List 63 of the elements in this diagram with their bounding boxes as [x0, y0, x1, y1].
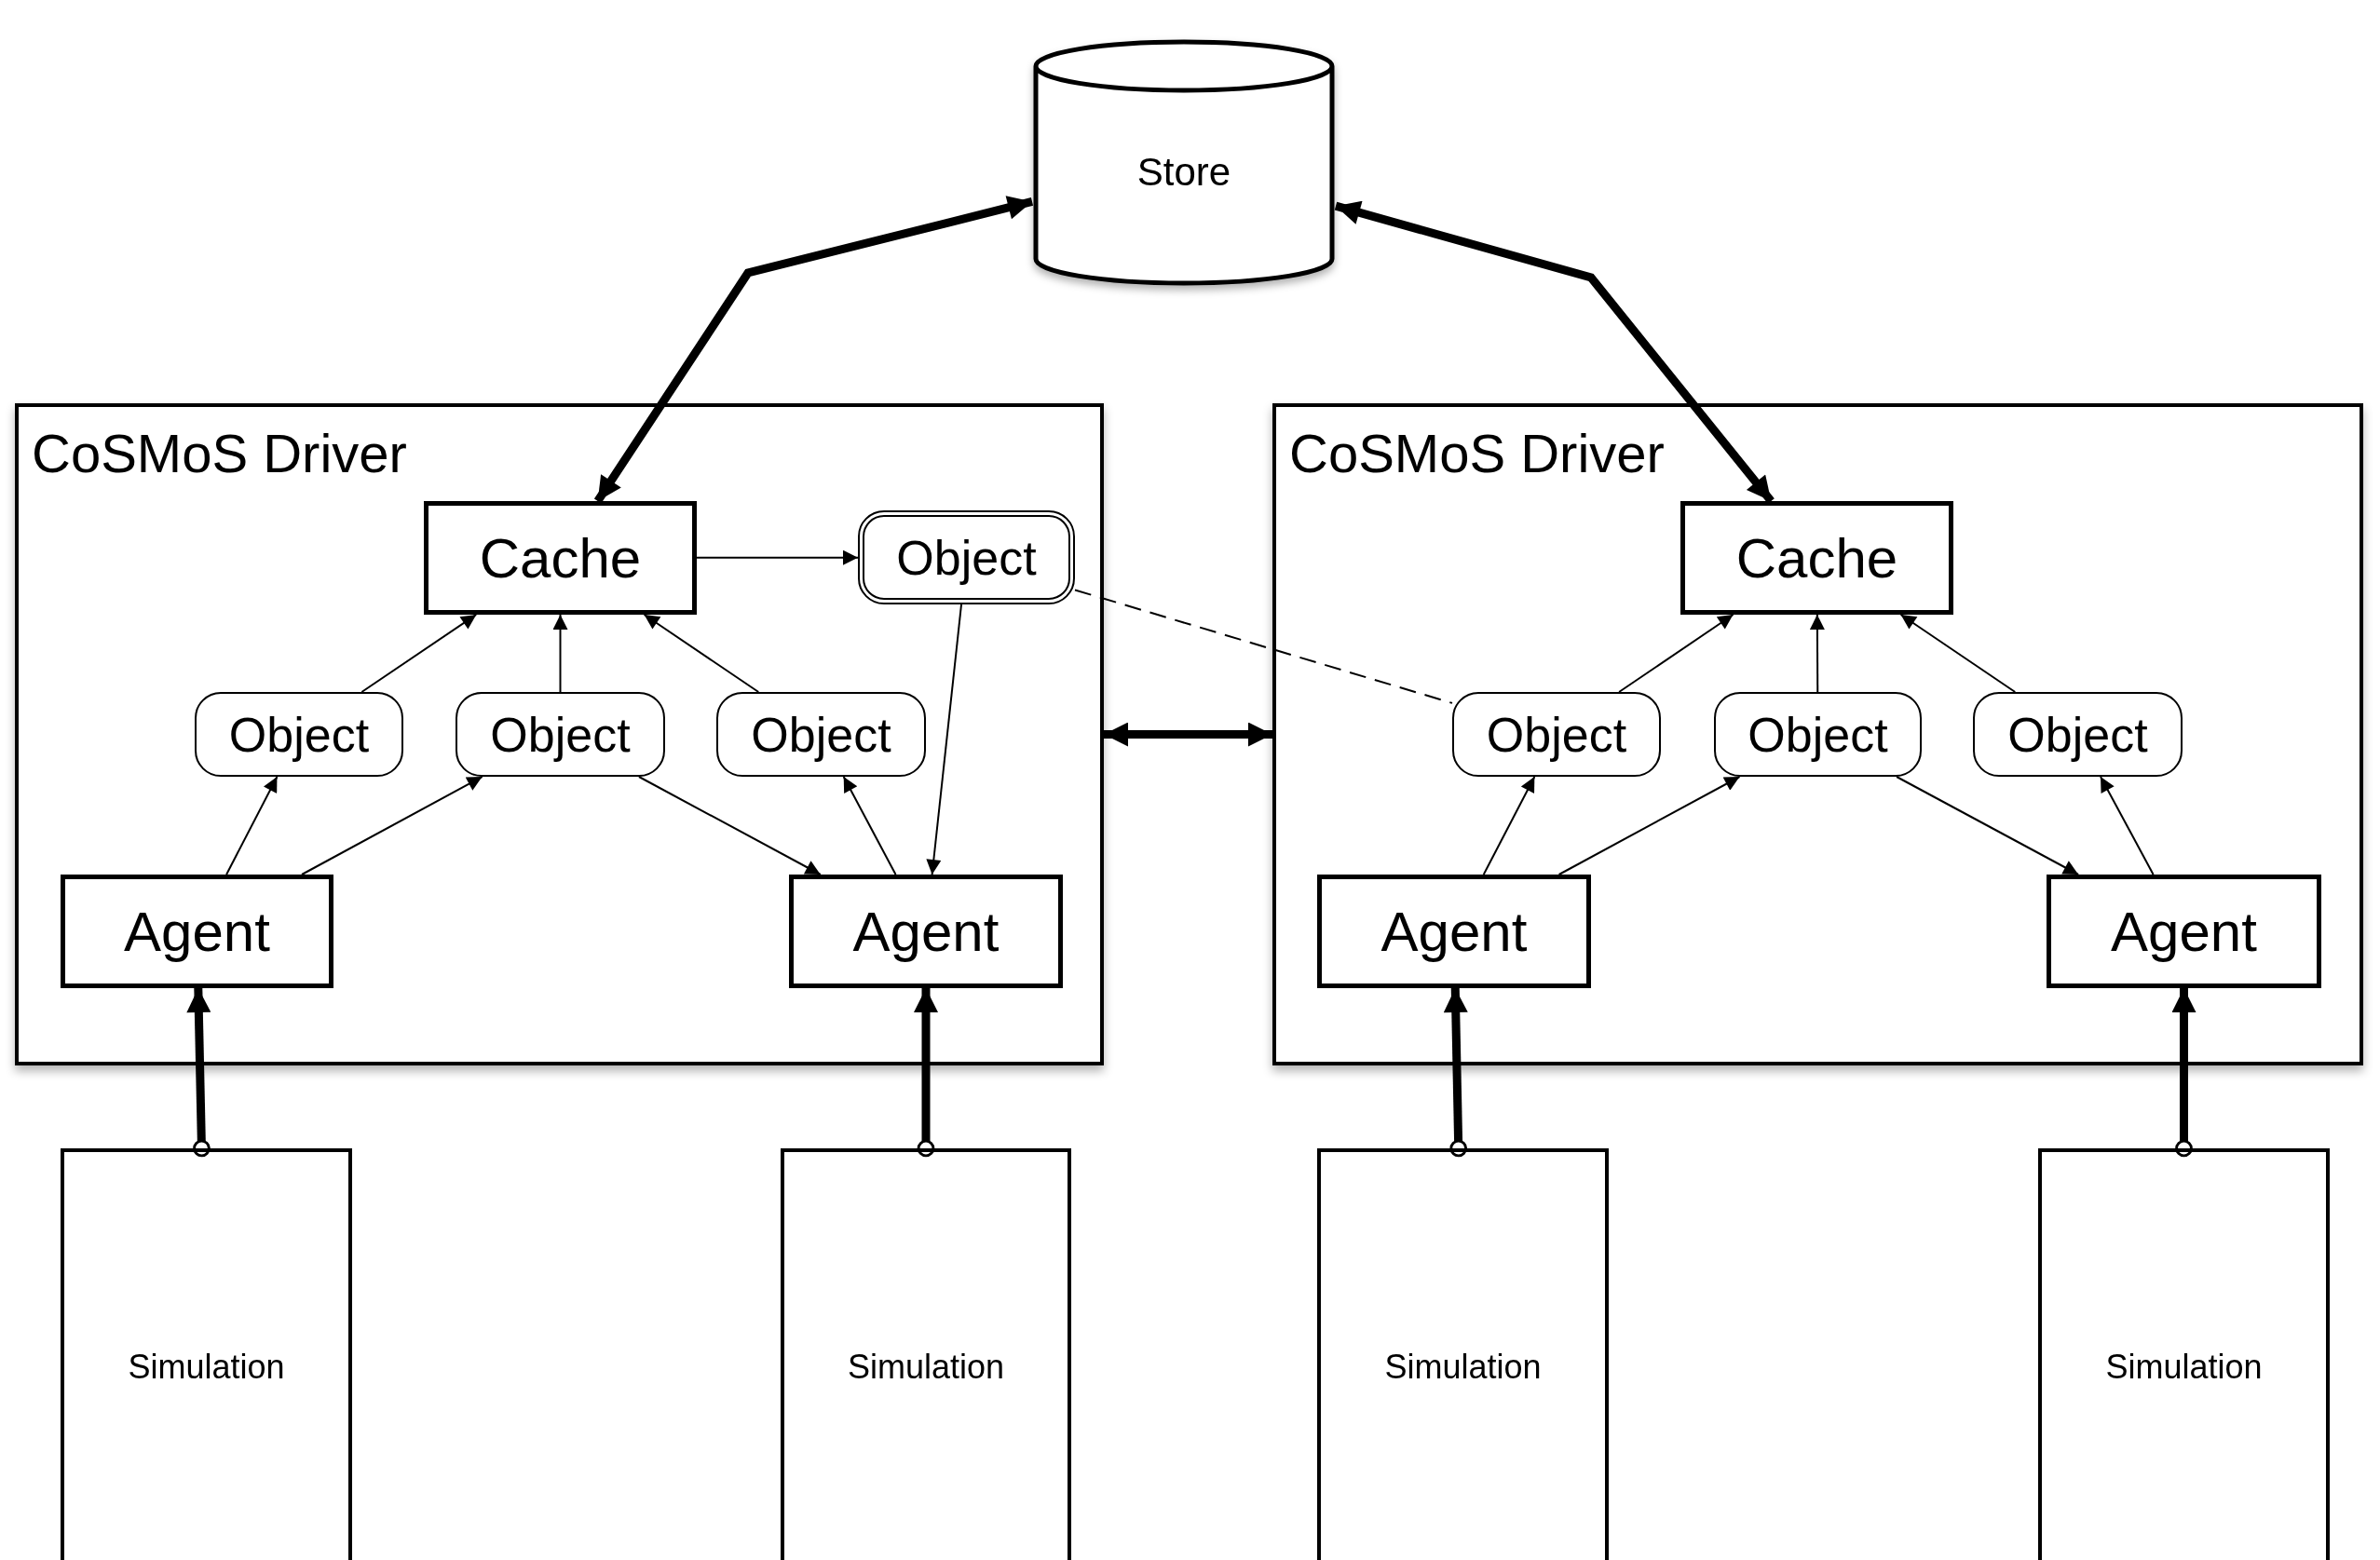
- arrow: [225, 776, 279, 875]
- node-label: Object: [227, 706, 371, 764]
- node-label: Simulation: [1383, 1347, 1543, 1388]
- arrow: [1482, 776, 1536, 875]
- process-box: [1317, 875, 1591, 988]
- arrow: [552, 614, 568, 693]
- node-label: Simulation: [2104, 1347, 2264, 1388]
- arrow: [2100, 776, 2155, 875]
- arrow: [186, 987, 211, 1158]
- node-label: Agent: [2110, 899, 2258, 965]
- arrow: [1557, 776, 1741, 875]
- simulation-box: [61, 1148, 352, 1560]
- arrow: [1899, 614, 2017, 693]
- arrow: [926, 604, 963, 875]
- dashed-line: [1074, 589, 1453, 704]
- arrow: [842, 776, 897, 875]
- node-label: Object: [750, 706, 892, 764]
- node-label: Object: [895, 529, 1038, 587]
- frame-title: CoSMoS Driver: [32, 422, 407, 484]
- process-box: [789, 875, 1063, 988]
- process-box: [2047, 875, 2321, 988]
- object-box: [1714, 692, 1922, 777]
- simulation-box: [1317, 1148, 1609, 1560]
- arrow: [1809, 614, 1825, 693]
- object-box: [1452, 692, 1661, 777]
- arrow: [637, 776, 822, 875]
- object-box: [716, 692, 926, 777]
- object-box: [1973, 692, 2183, 777]
- node-label: Agent: [851, 899, 1000, 965]
- node-label: Cache: [478, 525, 643, 591]
- node-label: Simulation: [127, 1347, 286, 1388]
- node-label: Object: [2006, 706, 2149, 764]
- arrow: [696, 549, 859, 565]
- node-label: Object: [1747, 706, 1889, 764]
- node-label: Agent: [1380, 899, 1529, 965]
- node-label: Object: [1485, 706, 1628, 764]
- process-box: [1680, 501, 1953, 615]
- node-label: Cache: [1734, 525, 1899, 591]
- process-box: [61, 875, 333, 988]
- arrow: [1896, 776, 2080, 875]
- node-label: Agent: [123, 899, 271, 965]
- process-box: [424, 501, 697, 615]
- object-box: [195, 692, 403, 777]
- arrow: [1334, 200, 1775, 504]
- node-label: Object: [489, 706, 632, 764]
- arrow: [2171, 988, 2196, 1158]
- arrow: [301, 776, 483, 875]
- node-label: Simulation: [846, 1347, 1006, 1388]
- frame-title: CoSMoS Driver: [1289, 422, 1665, 484]
- arrow: [1443, 987, 1468, 1158]
- simulation-box: [781, 1148, 1071, 1560]
- arrow: [643, 614, 760, 693]
- arrow: [360, 614, 478, 693]
- object-box: [858, 510, 1075, 604]
- driver-frame: [15, 403, 1104, 1065]
- arrow: [914, 988, 938, 1158]
- driver-frame: [1272, 403, 2363, 1065]
- simulation-box: [2038, 1148, 2330, 1560]
- arrow: [1618, 614, 1734, 693]
- arrow: [1104, 722, 1272, 747]
- arrow: [593, 196, 1034, 504]
- node-label: Store: [1136, 148, 1232, 196]
- object-box: [456, 692, 665, 777]
